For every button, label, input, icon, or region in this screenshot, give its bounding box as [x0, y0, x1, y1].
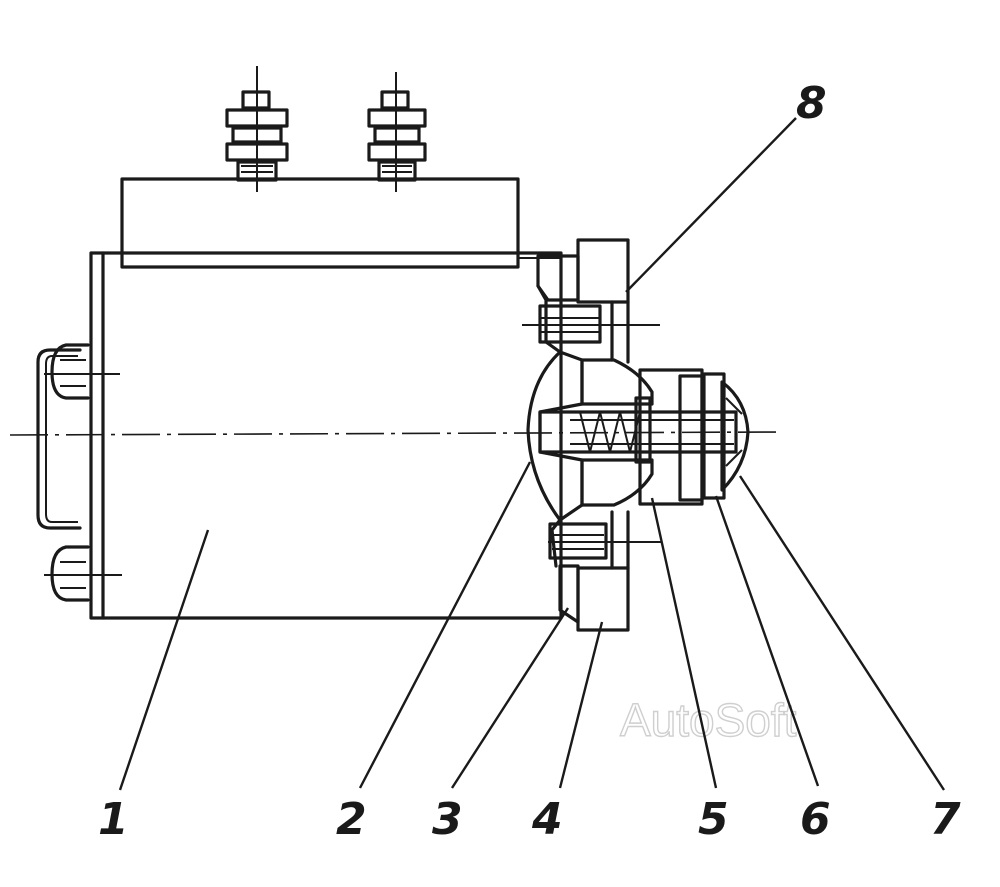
callout-6: 6 — [800, 794, 831, 845]
leader-7 — [738, 475, 946, 791]
watermark-text: AutoSoft — [620, 694, 797, 746]
terminal-stud-left — [225, 66, 289, 192]
leader-4 — [558, 621, 604, 789]
washer — [702, 372, 726, 500]
key-pin — [634, 396, 652, 464]
leader-3 — [450, 607, 570, 789]
flange-bolt-lower — [548, 522, 662, 560]
housing-body — [89, 251, 563, 620]
terminal-stud-right — [367, 72, 427, 192]
callout-5: 5 — [698, 794, 729, 845]
callout-8: 8 — [796, 78, 827, 129]
center-axis — [9, 431, 781, 436]
leader-2 — [358, 461, 532, 789]
callout-4: 4 — [531, 794, 563, 845]
end-shield — [536, 254, 580, 624]
rear-screw-lower — [44, 545, 122, 602]
nut — [720, 380, 750, 492]
leader-1 — [118, 529, 210, 791]
leader-6 — [714, 495, 820, 787]
shaft — [538, 410, 738, 454]
hub — [580, 358, 704, 507]
bearing-cover — [526, 350, 584, 522]
rear-screw-upper — [44, 343, 120, 400]
callout-3: 3 — [432, 794, 463, 845]
rear-bracket — [36, 348, 82, 530]
leader-5 — [650, 497, 718, 789]
terminal-box — [120, 177, 520, 269]
callout-1: 1 — [98, 794, 129, 845]
leader-8 — [625, 117, 797, 293]
flange-bolt-upper — [522, 304, 660, 344]
spring — [579, 411, 641, 453]
callout-2: 2 — [336, 794, 367, 845]
callout-7: 7 — [930, 794, 961, 845]
